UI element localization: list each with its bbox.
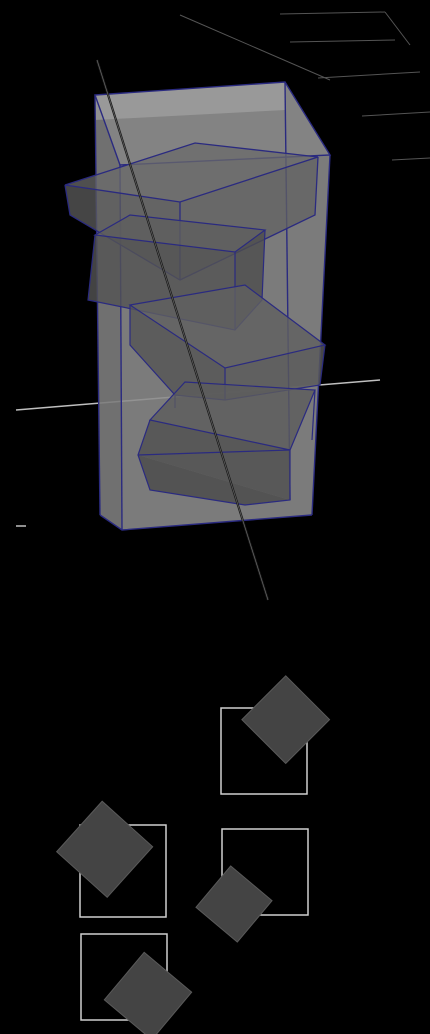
top-view (57, 676, 330, 1034)
top-square-d[interactable] (81, 934, 192, 1034)
top-square-b[interactable] (57, 801, 166, 917)
top-square-c[interactable] (196, 829, 308, 942)
top-square-a[interactable] (221, 676, 330, 794)
perspective-view (16, 12, 430, 600)
